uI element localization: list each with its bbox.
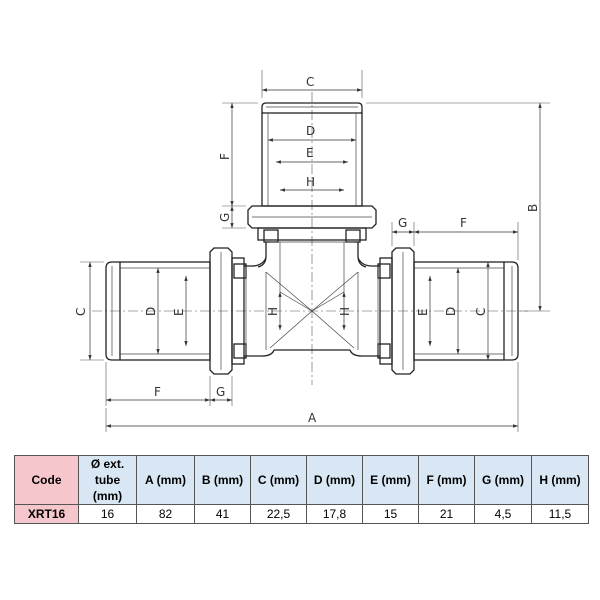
left-branch	[105, 247, 275, 375]
cell-D: 17,8	[306, 504, 363, 524]
left-dimensions: C D E H F G	[74, 261, 282, 406]
cell-B: 41	[194, 504, 251, 524]
right-dimensions: H E D C G F	[338, 216, 519, 360]
dim-label-C-left: C	[74, 308, 88, 316]
cell-C: 22,5	[250, 504, 307, 524]
tee-body	[265, 242, 359, 351]
header-F: F (mm)	[418, 455, 475, 505]
header-E: E (mm)	[362, 455, 419, 505]
dim-label-H-left: H	[266, 307, 280, 316]
overall-dimension-A: A	[105, 362, 519, 432]
header-A: A (mm)	[136, 455, 195, 505]
cell-F: 21	[418, 504, 475, 524]
dimensions-table: Code Ø ext. tube (mm) A (mm) B (mm) C (m…	[14, 455, 589, 524]
header-C: C (mm)	[250, 455, 307, 505]
header-G: G (mm)	[474, 455, 532, 505]
table-header-row: Code Ø ext. tube (mm) A (mm) B (mm) C (m…	[14, 455, 589, 505]
dim-label-G-top: G	[218, 213, 232, 222]
cell-A: 82	[136, 504, 195, 524]
dim-label-G-left: G	[216, 385, 225, 399]
right-branch	[349, 247, 519, 375]
cell-H: 11,5	[531, 504, 589, 524]
dim-label-E-top: E	[306, 146, 314, 160]
dim-label-D-top: D	[306, 124, 315, 138]
table-row: XRT16 16 82 41 22,5 17,8 15 21 4,5 11,5	[14, 504, 589, 524]
dim-label-F-left: F	[154, 385, 161, 399]
dim-label-C-right: C	[474, 308, 488, 316]
dim-label-F-right: F	[460, 216, 467, 230]
dim-label-G-right: G	[398, 216, 407, 230]
dim-label-E-left: E	[172, 308, 186, 316]
dim-label-F-top: F	[218, 153, 232, 160]
top-branch	[247, 102, 377, 268]
dim-label-E-right: E	[416, 308, 430, 316]
cell-code: XRT16	[14, 504, 79, 524]
header-D: D (mm)	[306, 455, 363, 505]
dim-label-A: A	[308, 411, 317, 425]
top-dimensions: C D E H F G B	[218, 70, 550, 312]
header-tube: Ø ext. tube (mm)	[78, 455, 137, 505]
cell-E: 15	[362, 504, 419, 524]
header-B: B (mm)	[194, 455, 251, 505]
cell-G: 4,5	[474, 504, 532, 524]
dim-label-D-left: D	[144, 307, 158, 316]
dim-label-D-right: D	[444, 307, 458, 316]
dim-label-H-right: H	[338, 307, 352, 316]
dim-label-B: B	[526, 204, 540, 212]
cell-tube: 16	[78, 504, 137, 524]
dim-label-H-top: H	[306, 175, 315, 189]
header-code: Code	[14, 455, 79, 505]
technical-drawing-tee-fitting: C D E H F G B C D E H F	[74, 70, 550, 432]
dim-label-C-top: C	[306, 75, 314, 89]
header-H: H (mm)	[531, 455, 589, 505]
